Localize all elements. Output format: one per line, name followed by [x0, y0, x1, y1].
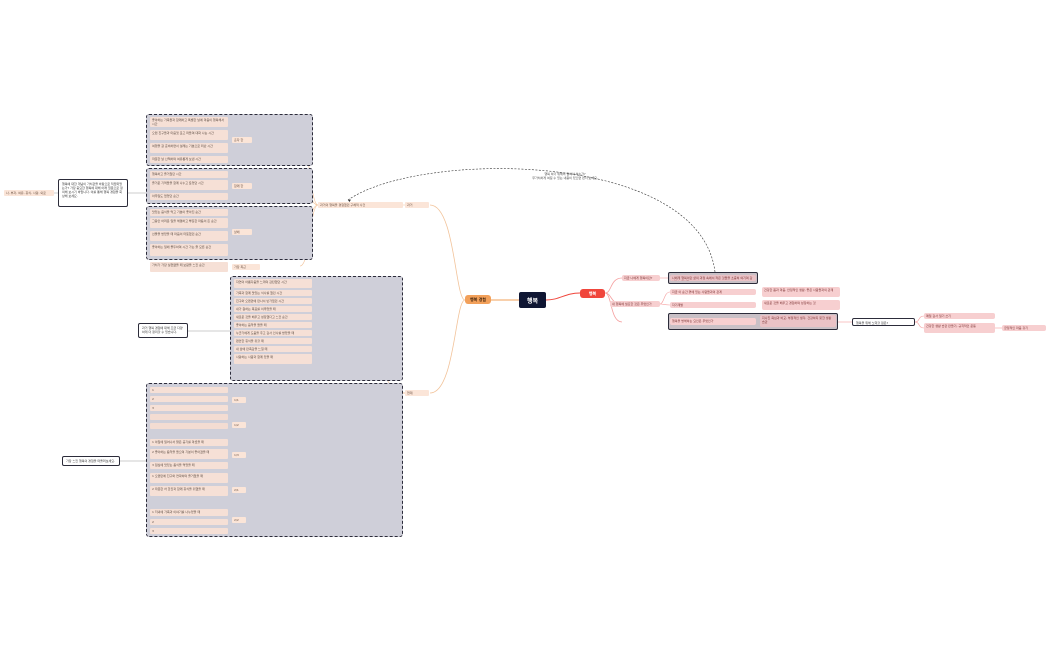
- central-topic[interactable]: 행복: [519, 292, 546, 308]
- group-solo-label[interactable]: 혼자 한: [232, 137, 252, 143]
- group-solo-leaf-4[interactable]: 따뜻한 날 산책하며 여유롭게 보낸 시간: [150, 156, 228, 163]
- diary-leaf-9[interactable]: 1 저녁에 가족과 이야기를 나누었을 때: [150, 509, 228, 516]
- diary-leaf-blank-2[interactable]: [150, 423, 228, 429]
- note-bottom[interactable]: 가장 느낀 행복의 경험을 떠올려보세요.: [62, 456, 120, 466]
- diary-label-5[interactable]: 2/2: [232, 517, 246, 523]
- note-top[interactable]: 행복에 대한 개념이 가치관을 바탕으로 적립되었는가? 가장 중요한 행복에 …: [58, 179, 128, 207]
- present-leaf-5[interactable]: 새로운 것을 배우고 성장했다고 느낀 순간: [234, 314, 312, 320]
- relationship-note-line2: 무가치하게 여길 수 있는 내용이 있으면 먼저 보세요.: [532, 176, 598, 180]
- group-solo-leaf-2[interactable]: 오랜 친구들과 마음껏 웃고 떠들며 대화 나눈 시간: [150, 130, 228, 140]
- present-leaf-9[interactable]: 내 삶에 만족감을 느낄 때: [234, 346, 312, 352]
- answer-happiness[interactable]: 나에게 행복이란 삶의 과정 속에서 작은 것들을 소중히 여기며 감사하는 것…: [670, 275, 756, 281]
- present-leaf-7[interactable]: 누군가에게 도움을 주고 감사 인사를 받았을 때: [234, 330, 312, 336]
- main-topic-right[interactable]: 행복: [580, 289, 605, 298]
- question-effort[interactable]: 행복을 위해 노력할 점은?: [852, 318, 915, 326]
- present-leaf-6[interactable]: 좋아하는 음악을 들을 때: [234, 322, 312, 328]
- effort-gratitude[interactable]: 매일 감사 일기 쓰기: [924, 313, 995, 319]
- question-what-needed[interactable]: 내 행복에 필요한 것은 무엇인가: [610, 301, 660, 307]
- need-growth[interactable]: 자기계발: [670, 302, 756, 308]
- need-relations-detail[interactable]: 건강한 몸과 마음, 안정적인 생활, 좋은 사람들과의 관계: [762, 287, 840, 297]
- need-growth-detail[interactable]: 새로운 것을 배우고 경험하며 성장하는 것: [762, 300, 840, 310]
- diary-leaf-10[interactable]: 2: [150, 519, 228, 525]
- diary-leaf-11[interactable]: 3: [150, 528, 228, 534]
- present-leaf-8[interactable]: 편안한 휴식을 취할 때: [234, 338, 312, 344]
- group-together-label[interactable]: 함께 한: [232, 183, 252, 189]
- diary-leaf-3[interactable]: 3: [150, 405, 228, 411]
- group-life-leaf-1[interactable]: 맛있는 음식을 먹고 기분이 좋아진 순간: [150, 209, 228, 216]
- group-solo-leaf-1[interactable]: 좋아하는 가족들과 함께하고 특별한 날에 마음이 행복해서 시간: [150, 117, 228, 127]
- group-life-label[interactable]: 삶에: [232, 229, 252, 235]
- diary-leaf-5[interactable]: 2 좋아하는 음악을 들으며 기분이 좋아졌을 때: [150, 449, 228, 459]
- diary-leaf-7[interactable]: 1 오랜만에 친구와 연락하며 즐거웠을 때: [150, 473, 228, 483]
- diary-leaf-blank-1[interactable]: [150, 414, 228, 420]
- group-life-leaf-2[interactable]: 그동안 어려운 일을 해결하고 뿌듯한 마음이 든 순간: [150, 218, 228, 228]
- diary-label-1[interactable]: 1/1: [232, 397, 246, 403]
- present-leaf-4[interactable]: 내가 원하는 목표를 이루었을 때: [234, 306, 312, 312]
- diary-leaf-8[interactable]: 2 따뜻한 차 한잔과 함께 휴식을 취했을 때: [150, 486, 228, 496]
- group-together-leaf-2[interactable]: 즐거운 기억들을 함께 나누고 웃었던 시간: [150, 180, 228, 190]
- effort-habits[interactable]: 건강한 생활 습관 만들기, 규칙적인 운동: [924, 323, 995, 333]
- present-leaf-1[interactable]: 자연의 아름다움을 느끼며 감탄했던 시간: [234, 279, 312, 288]
- diary-leaf-1[interactable]: 1: [150, 387, 228, 393]
- branch-recent[interactable]: 가장 최근: [232, 264, 260, 270]
- group-together-leaf-3[interactable]: 아무일도 없었던 순간: [150, 193, 228, 200]
- main-topic-left[interactable]: 행복 경험: [465, 295, 491, 304]
- obstacles-detail[interactable]: 지나친 욕심과 비교, 부정적인 생각, 건강하지 못한 생활 습관: [760, 315, 836, 327]
- branch-past-events[interactable]: 과거의 행복을 경험했던 구체적 사건: [318, 202, 403, 208]
- diary-leaf-2[interactable]: 2: [150, 396, 228, 402]
- question-obstacles[interactable]: 행복을 방해하는 요인은 무엇인가: [670, 318, 756, 325]
- present-leaf-2[interactable]: 가족과 함께 맛있는 식사를 했던 시간: [234, 290, 312, 296]
- note-middle[interactable]: 과거 행복 경험에 대해 조금 다양하게 더 정리할 수 있습니다.: [138, 323, 188, 338]
- effort-positive[interactable]: 긍정적인 마음 갖기: [1002, 325, 1046, 331]
- diary-label-2[interactable]: 1/2: [232, 422, 246, 428]
- diary-leaf-4[interactable]: 1 아침에 일어나서 맑은 공기를 마셨을 때: [150, 439, 228, 446]
- relationship-note-line1: 행복 하기 위해서 알아야 하는가?: [544, 172, 586, 176]
- present-leaf-10[interactable]: 사랑하는 사람과 함께 있을 때: [234, 354, 312, 364]
- diary-leaf-6[interactable]: 3 점심에 맛있는 음식을 먹었을 때: [150, 462, 228, 469]
- far-left-tag[interactable]: 나, 부자, 여유, 휴식, 사랑, 외로: [4, 190, 54, 196]
- relationship-note: 행복 하기 위해서 알아야 하는가? 무가치하게 여길 수 있는 내용이 있으면…: [520, 172, 610, 180]
- branch-present[interactable]: 현재: [405, 390, 429, 396]
- group-life-extra[interactable]: 가치가 가장 실현됐을 때 보람을 느낀 순간: [150, 262, 228, 272]
- group-life-leaf-3[interactable]: 선물을 받았을 때 마음이 따뜻했던 순간: [150, 231, 228, 241]
- group-solo-leaf-3[interactable]: 여행을 갈 준비하면서 설레는 기분으로 떠난 시간: [150, 143, 228, 153]
- branch-past[interactable]: 과거: [405, 202, 429, 208]
- diary-label-3[interactable]: 1/3: [232, 452, 246, 458]
- group-together-leaf-1[interactable]: 행복하고 즐거웠던 시간: [150, 171, 228, 178]
- diary-label-4[interactable]: 2/1: [232, 487, 246, 493]
- need-relations[interactable]: 지금 이 순간 곁에 있는 사람들과의 관계: [670, 289, 756, 295]
- question-what-is-happiness[interactable]: 지금 나에게 행복이란?: [622, 275, 660, 281]
- present-leaf-3[interactable]: 친구와 오랜만에 만나서 반가웠던 시간: [234, 298, 312, 304]
- group-life-leaf-4[interactable]: 좋아하는 일에 몰두하며 시간 가는 줄 모른 순간: [150, 244, 228, 256]
